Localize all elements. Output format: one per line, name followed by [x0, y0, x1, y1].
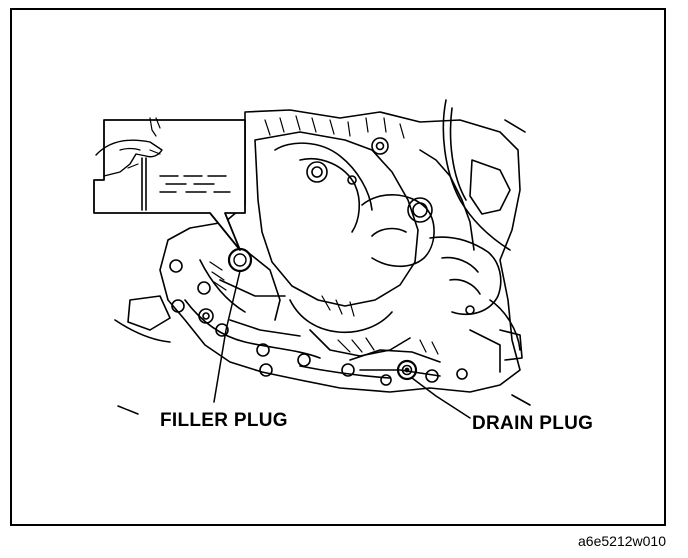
figure-code: a6e5212w010 — [578, 533, 666, 549]
filler-plug — [227, 247, 253, 273]
figure-frame — [10, 8, 666, 526]
drain-plug-label: DRAIN PLUG — [472, 413, 594, 434]
case-ribs — [209, 115, 439, 355]
case-bolts — [169, 137, 475, 386]
filler-leader-line — [213, 270, 241, 403]
stray-mark — [117, 405, 139, 415]
drain-plug — [396, 359, 418, 381]
filler-plug-label: FILLER PLUG — [160, 410, 288, 431]
transaxle-case — [114, 99, 531, 406]
fluid-level-inset — [93, 117, 246, 251]
drain-leader-line — [411, 377, 471, 419]
leader-lines — [117, 270, 471, 419]
